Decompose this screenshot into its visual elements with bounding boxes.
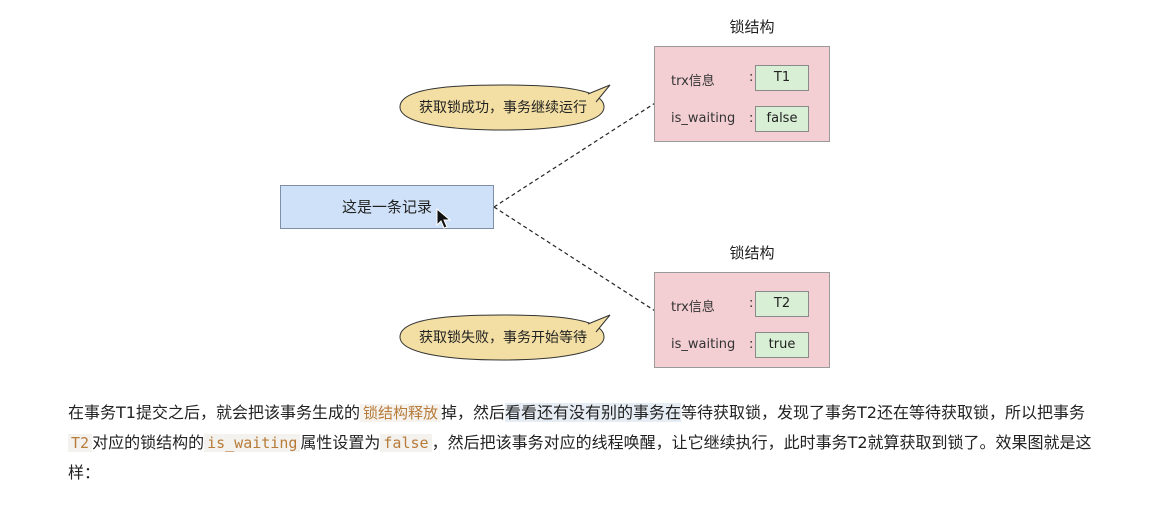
lock2-colon-2: :: [749, 337, 754, 352]
lock1-trx-value: T1: [755, 65, 809, 91]
para-text-3: 掉，然后: [440, 403, 505, 422]
connector-to-lock1: [493, 95, 667, 208]
lock-diagram: 锁结构 trx信息 : T1 is_waiting : false 锁结构 tr…: [280, 18, 830, 368]
para-highlight-lock-release: 锁结构释放: [359, 404, 441, 422]
lock1-waiting-label: is_waiting: [671, 111, 736, 126]
para-code-false: false: [380, 434, 432, 452]
lock1-colon-2: :: [749, 111, 754, 126]
lock2-waiting-value: true: [755, 332, 809, 358]
lock1-box: trx信息 : T1 is_waiting : false: [654, 46, 830, 142]
bubble-success-text: 获取锁成功，事务继续运行: [419, 100, 587, 116]
lock1-title: 锁结构: [729, 18, 775, 36]
para-text-11: ，然后把该事务对应的线程唤醒，让它继续执行，此时事务T2就算获取到锁了。效果图就…: [68, 433, 1092, 482]
lock1-colon-1: :: [749, 70, 754, 85]
para-code-is-waiting: is_waiting: [204, 434, 301, 452]
description-paragraph: 在事务T1提交之后，就会把该事务生成的锁结构释放掉，然后看看还有没有别的事务在等…: [68, 398, 1108, 487]
lock1-waiting-value: false: [755, 106, 809, 132]
para-text-9: 属性设置为: [300, 433, 381, 452]
speech-bubble-shape: [399, 84, 611, 131]
para-code-t2: T2: [68, 434, 93, 452]
para-selected-text: 看看还有没有别的事务在: [505, 403, 682, 422]
lock2-title: 锁结构: [729, 244, 775, 262]
record-label: 这是一条记录: [341, 198, 432, 216]
bubble-fail-text: 获取锁失败，事务开始等待: [419, 330, 587, 346]
record-box: 这是一条记录: [280, 185, 494, 229]
para-text-7: 对应的锁结构的: [92, 433, 205, 452]
lock1-trx-label: trx信息: [671, 74, 715, 89]
mouse-cursor-icon: [436, 208, 452, 229]
lock2-waiting-label: is_waiting: [671, 337, 736, 352]
lock2-trx-label: trx信息: [671, 300, 715, 315]
speech-bubble-shape: [399, 314, 611, 361]
connector-lines: [493, 95, 667, 319]
lock2-colon-1: :: [749, 296, 754, 311]
para-text-1: 在事务T1提交之后，就会把该事务生成的: [68, 403, 360, 422]
bubble-fail: 获取锁失败，事务开始等待: [392, 310, 614, 362]
bubble-success: 获取锁成功，事务继续运行: [392, 80, 614, 132]
lock2-box: trx信息 : T2 is_waiting : true: [654, 272, 830, 368]
para-text-5: 等待获取锁，发现了事务T2还在等待获取锁，所以把事务: [681, 403, 1085, 422]
lock2-trx-value: T2: [755, 291, 809, 317]
connector-to-lock2: [493, 206, 667, 319]
